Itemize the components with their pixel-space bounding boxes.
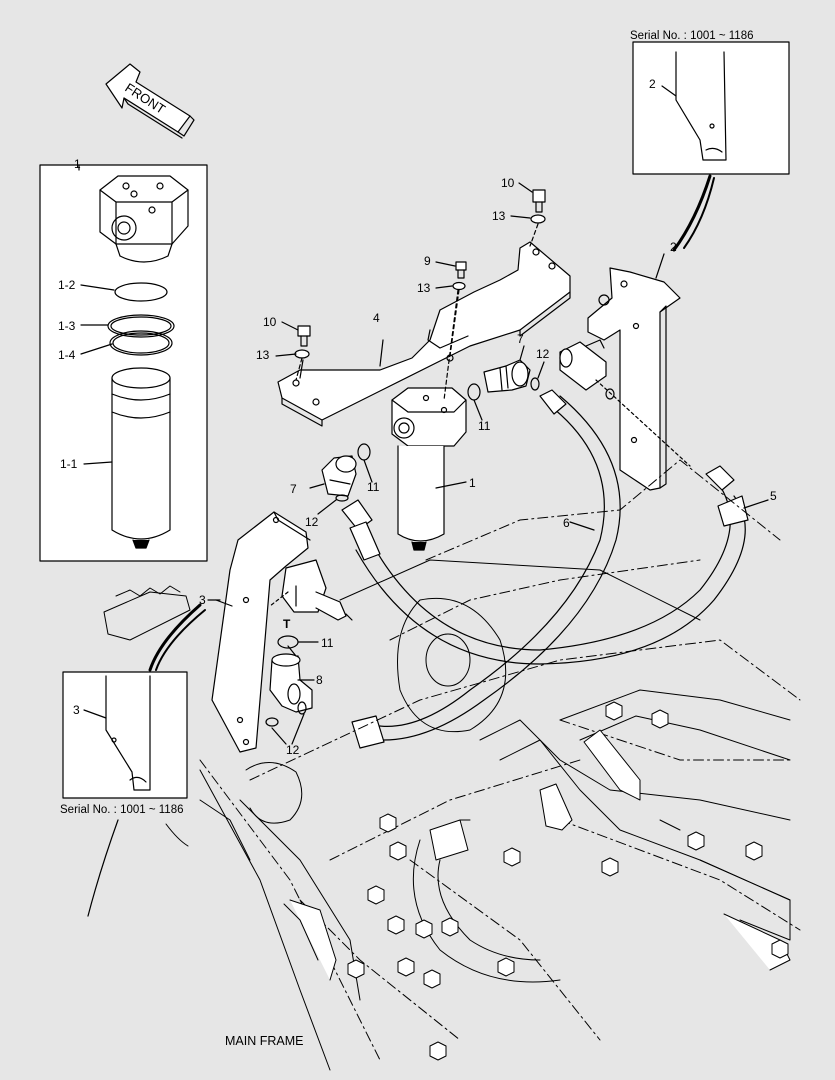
elbow-fitting-7-left: [321, 455, 357, 497]
pressure-switch: [281, 559, 353, 621]
front-arrow-icon: [105, 63, 195, 139]
filter-bowl-part: [111, 367, 171, 549]
callout-10-left: 10: [263, 315, 277, 329]
callout-7-right: 7: [517, 332, 524, 346]
bolt-9: [455, 261, 467, 279]
serial-inset-bottom-left: [62, 671, 188, 799]
label-1-1: 1-1: [60, 457, 78, 471]
o-ring-1-3: [107, 314, 175, 338]
callout-11-left: 11: [367, 480, 380, 494]
callout-12-left: 12: [305, 515, 319, 529]
washer-13-upper: [530, 214, 546, 224]
callout-12-right: 12: [536, 347, 550, 361]
callout-1: 1: [469, 476, 476, 490]
filter-head-part: [99, 175, 189, 263]
callout-12-lower: 12: [286, 743, 300, 757]
callout-11-lower: 11: [321, 636, 334, 650]
callout-8: 8: [316, 673, 323, 687]
serial-inset-top-right: [632, 41, 790, 175]
o-ring-12-left: [335, 494, 349, 502]
main-frame-label: MAIN FRAME: [225, 1034, 304, 1048]
callout-5: 5: [770, 489, 777, 503]
hose-part-6: [351, 389, 621, 749]
elbow-fitting-7-right: [483, 359, 531, 393]
serial-number-bottom-left: Serial No. : 1001 ~ 1186: [60, 804, 184, 816]
callout-13-upper: 13: [492, 209, 506, 223]
callout-11-right: 11: [478, 419, 491, 433]
label-1-2: 1-2: [58, 278, 76, 292]
adapter-valve: [559, 339, 607, 391]
front-arrow-label: FRONT: [122, 80, 168, 117]
o-ring-12-right: [530, 377, 540, 391]
o-ring-1-4: [109, 330, 173, 356]
tee-mark: T: [283, 617, 291, 631]
callout-4: 4: [373, 311, 380, 325]
bolt-10-upper: [532, 189, 546, 213]
callout-3: 3: [199, 593, 206, 607]
callout-7-left: 7: [290, 482, 297, 496]
filter-assembly-part-1: [391, 387, 467, 551]
inset-bottom-left-part-label: 3: [73, 703, 80, 717]
filter-exploded-title: 1: [74, 157, 81, 171]
o-ring-1-2: [114, 282, 168, 302]
inset-top-right-part-label: 2: [649, 77, 656, 91]
callout-13-left: 13: [256, 348, 270, 362]
main-frame: [103, 559, 791, 1071]
callout-13-middle: 13: [417, 281, 431, 295]
callout-10-upper: 10: [501, 176, 515, 190]
bolt-10-left: [297, 325, 311, 347]
label-1-3: 1-3: [58, 319, 76, 333]
bracket-part-3: [211, 511, 311, 753]
bracket-part-2: [587, 267, 681, 491]
callout-2: 2: [670, 240, 677, 254]
callout-6: 6: [563, 516, 570, 530]
tee-fitting-8: [269, 653, 313, 713]
callout-9: 9: [424, 254, 431, 268]
serial-number-top-right: Serial No. : 1001 ~ 1186: [630, 30, 754, 42]
label-1-4: 1-4: [58, 348, 76, 362]
